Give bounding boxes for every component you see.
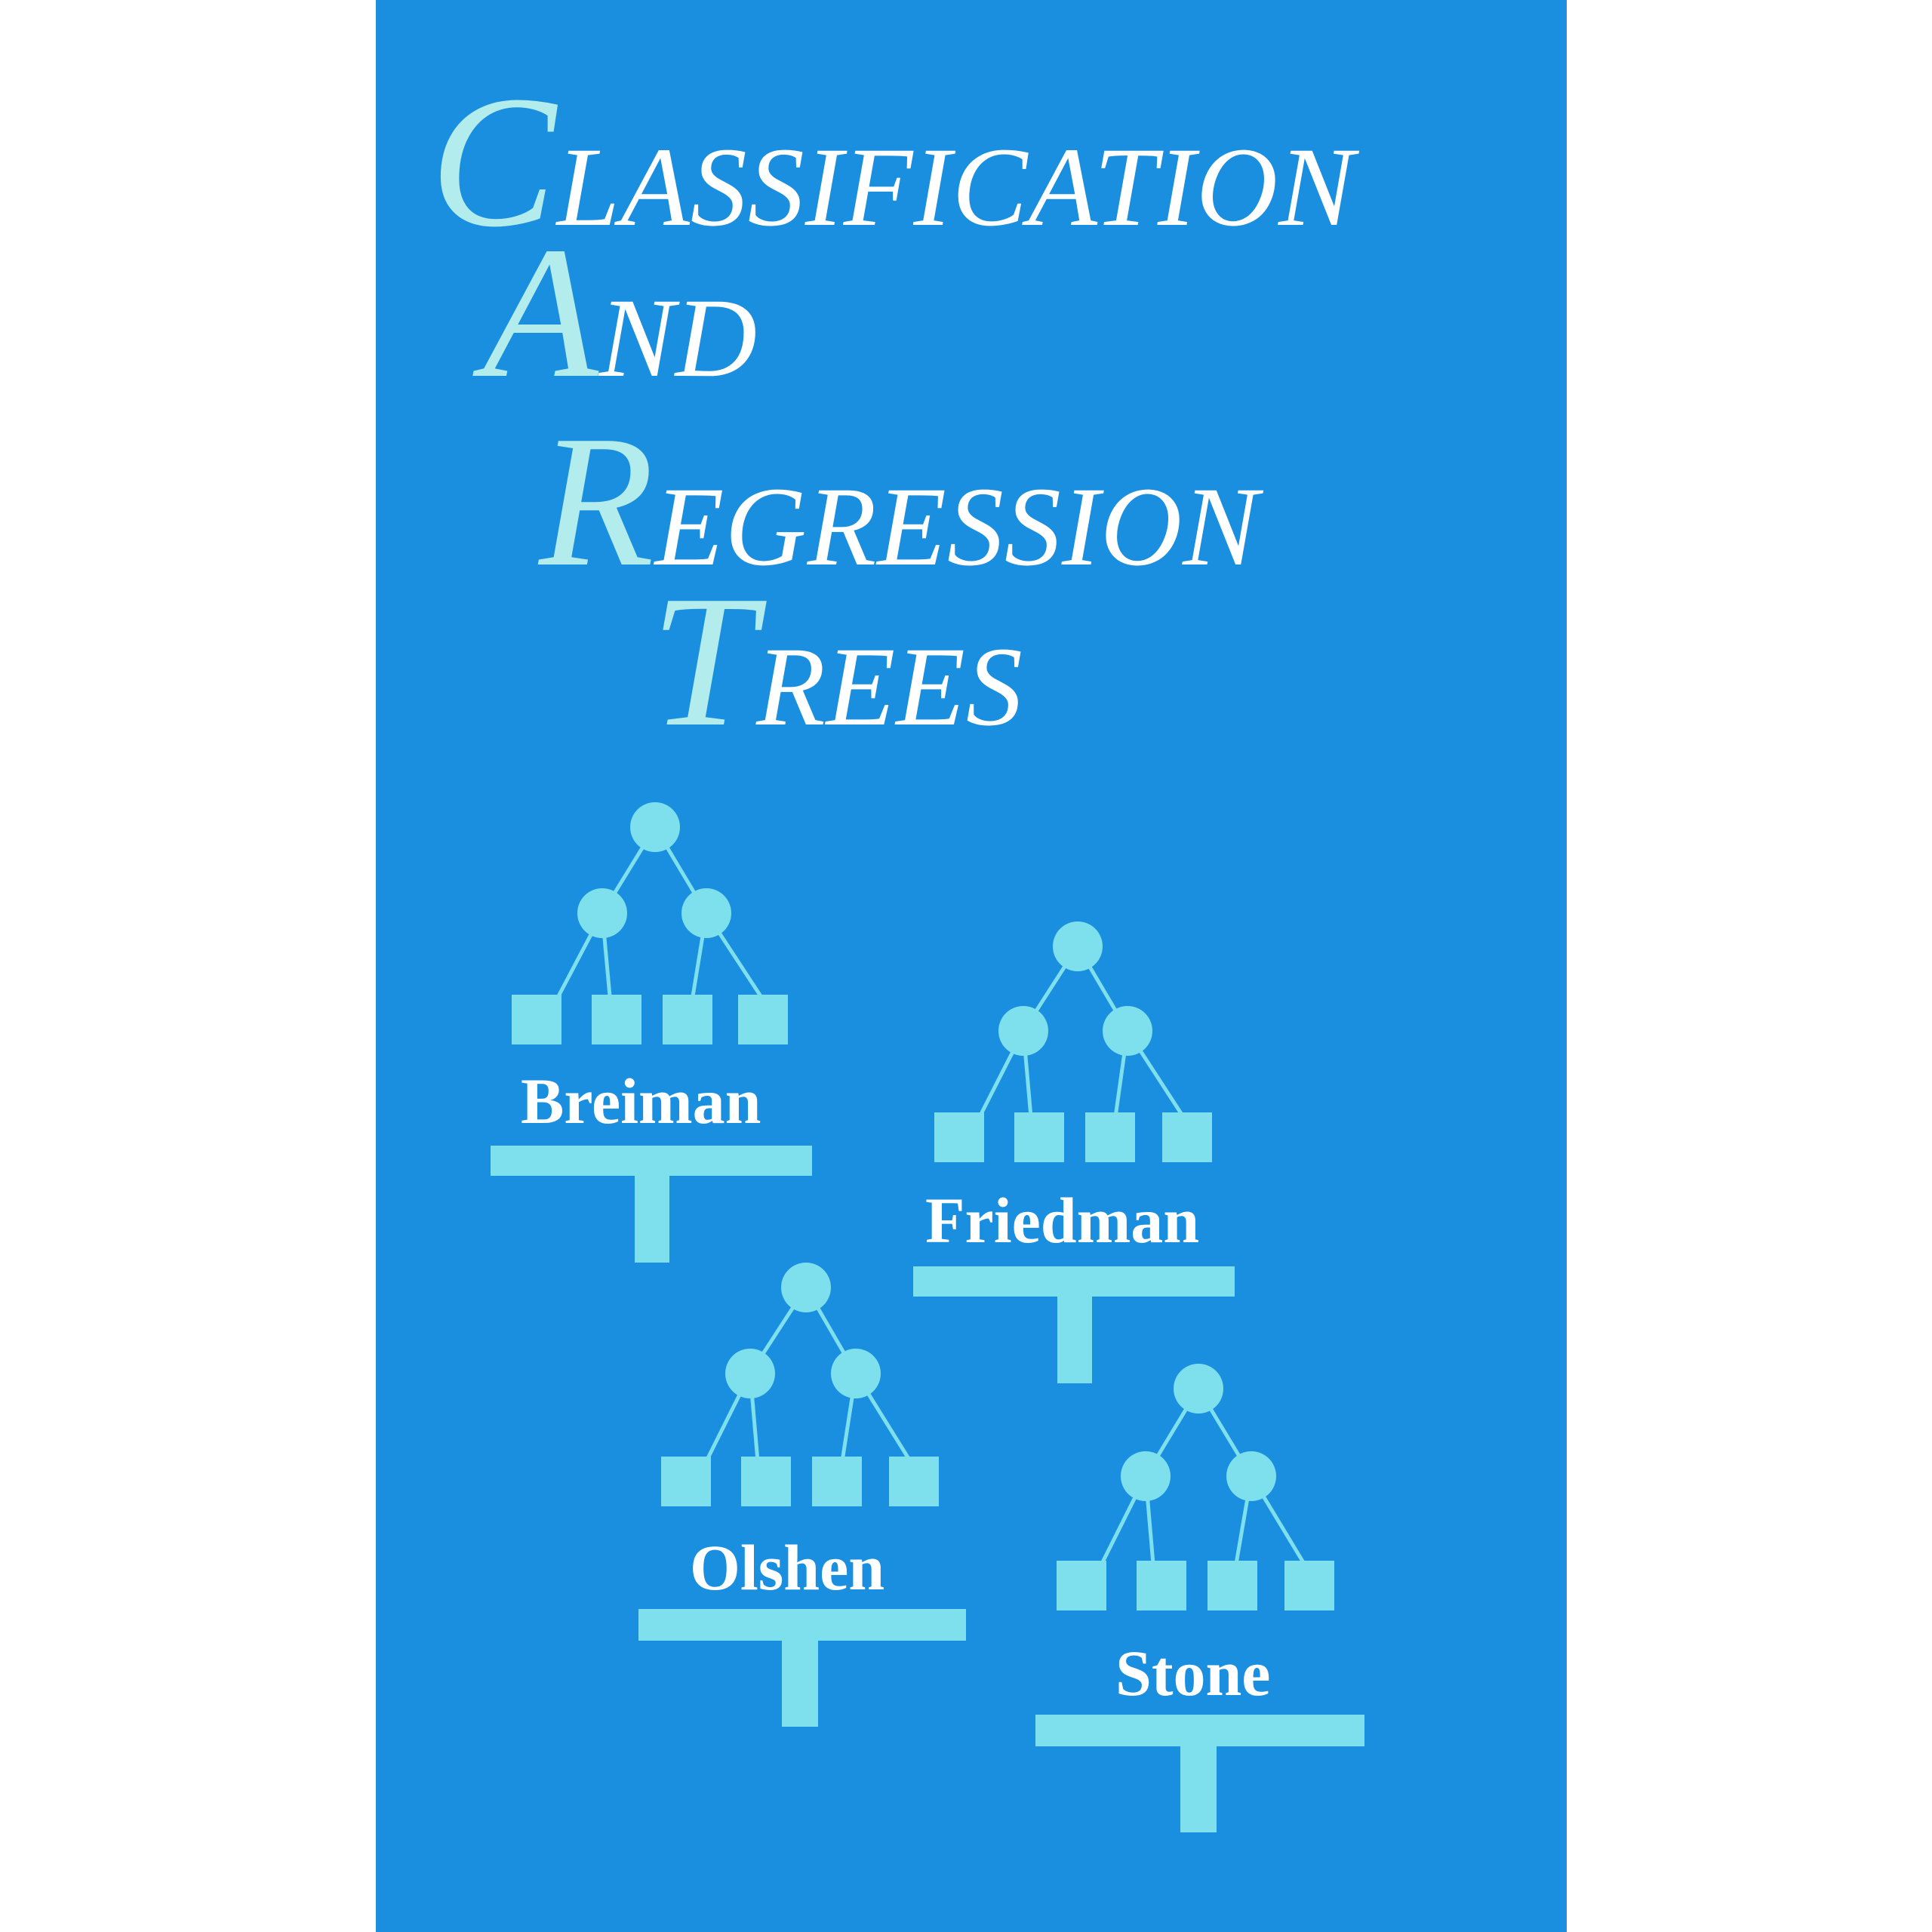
binary-tree-icon (1035, 1364, 1364, 1832)
binary-tree-icon (913, 921, 1235, 1383)
title-initial: T (651, 557, 757, 766)
title-line-regression: REGRESSION (539, 408, 1259, 596)
title-rest: REES (756, 624, 1023, 749)
title-line-classification: CLASSIFICATION (430, 68, 1355, 257)
title-rest: LASSIFICATION (556, 125, 1355, 250)
author-name: Breiman (521, 1065, 761, 1137)
author-name: Stone (1115, 1637, 1271, 1709)
author-name: Olshen (690, 1531, 885, 1604)
title-line-and: AND (483, 219, 758, 408)
title-initial: A (483, 208, 599, 417)
tree-illustrations (491, 802, 1364, 1832)
author-name: Friedman (925, 1184, 1200, 1257)
title-rest: EGRESSION (654, 464, 1260, 589)
binary-tree-icon (638, 1263, 966, 1727)
book-cover: CLASSIFICATION AND REGRESSION TREES (376, 0, 1567, 1932)
title-rest: ND (598, 275, 758, 401)
binary-tree-icon (491, 802, 812, 1263)
title-initial: C (430, 57, 557, 266)
title-initial: R (539, 397, 655, 606)
title-line-trees: TREES (651, 568, 1023, 756)
